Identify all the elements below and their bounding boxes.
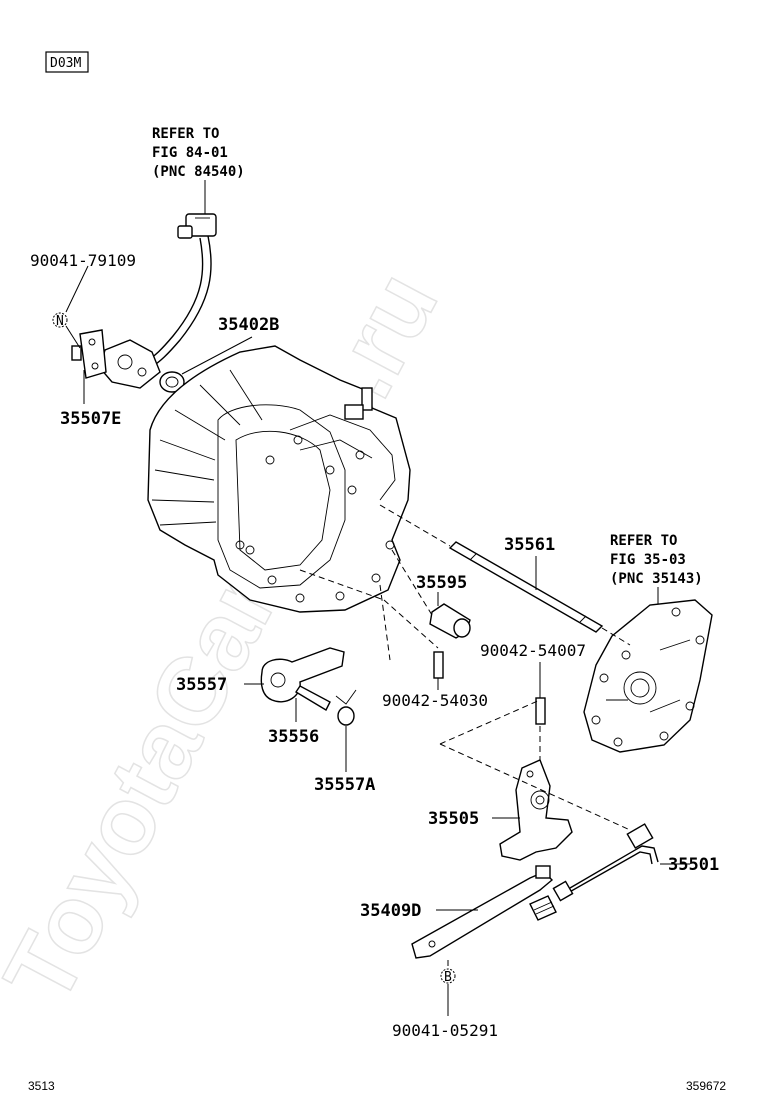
label-35402b: 35402B [218, 315, 279, 335]
label-90041-79109: 90041-79109 [30, 251, 136, 270]
shift-shaft-drawing [448, 541, 604, 633]
selector-lever-drawing [499, 759, 573, 861]
refer-right-line-3: (PNC 35143) [610, 571, 703, 587]
part-labels: 90041-79109 35402B 35507E 35561 35595 90… [30, 251, 719, 1040]
diagram-code-badge: D03M [45, 51, 89, 73]
refer-right-line-2: FIG 35-03 [610, 552, 686, 568]
label-35505: 35505 [428, 809, 479, 829]
label-35501: 35501 [668, 855, 719, 875]
refer-top-line-3: (PNC 84540) [152, 164, 245, 180]
refer-top-line-2: FIG 84-01 [152, 145, 228, 161]
refer-top-line-1: REFER TO [152, 126, 219, 142]
badge-label: D03M [50, 56, 81, 71]
label-35507e: 35507E [60, 409, 121, 429]
marker-b-label: B [444, 970, 452, 985]
refer-note-right: REFER TO FIG 35-03 (PNC 35143) [610, 533, 703, 587]
label-35561: 35561 [504, 535, 555, 555]
label-35409d: 35409D [360, 901, 421, 921]
label-90042-54007: 90042-54007 [480, 641, 586, 660]
footer-left-code: 3513 [28, 1079, 55, 1093]
assembly-lines [299, 504, 631, 968]
label-35557a: 35557A [314, 775, 375, 795]
transaxle-housing-drawing [147, 345, 411, 613]
side-cover-drawing [583, 599, 713, 753]
neutral-start-switch-drawing [71, 213, 217, 389]
label-90041-05291: 90041-05291 [392, 1021, 498, 1040]
label-35557: 35557 [176, 675, 227, 695]
pin-drawing [433, 651, 444, 679]
oil-seal-drawing [159, 371, 185, 393]
control-bracket-drawing [411, 865, 554, 959]
label-35556: 35556 [268, 727, 319, 747]
control-rod-drawing [529, 823, 659, 921]
snap-ring-drawing [335, 689, 357, 726]
marker-n: N [52, 312, 68, 329]
leader-lines [65, 265, 690, 1016]
bushing-drawing [429, 603, 471, 639]
refer-right-line-1: REFER TO [610, 533, 677, 549]
pin-3-drawing [295, 685, 331, 711]
refer-note-top: REFER TO FIG 84-01 (PNC 84540) [152, 126, 245, 180]
label-35595: 35595 [416, 573, 467, 593]
marker-n-label: N [56, 314, 64, 329]
footer-right-code: 359672 [686, 1079, 726, 1093]
label-90042-54030: 90042-54030 [382, 691, 488, 710]
pin-2-drawing [535, 697, 546, 725]
marker-b: B [440, 968, 456, 985]
